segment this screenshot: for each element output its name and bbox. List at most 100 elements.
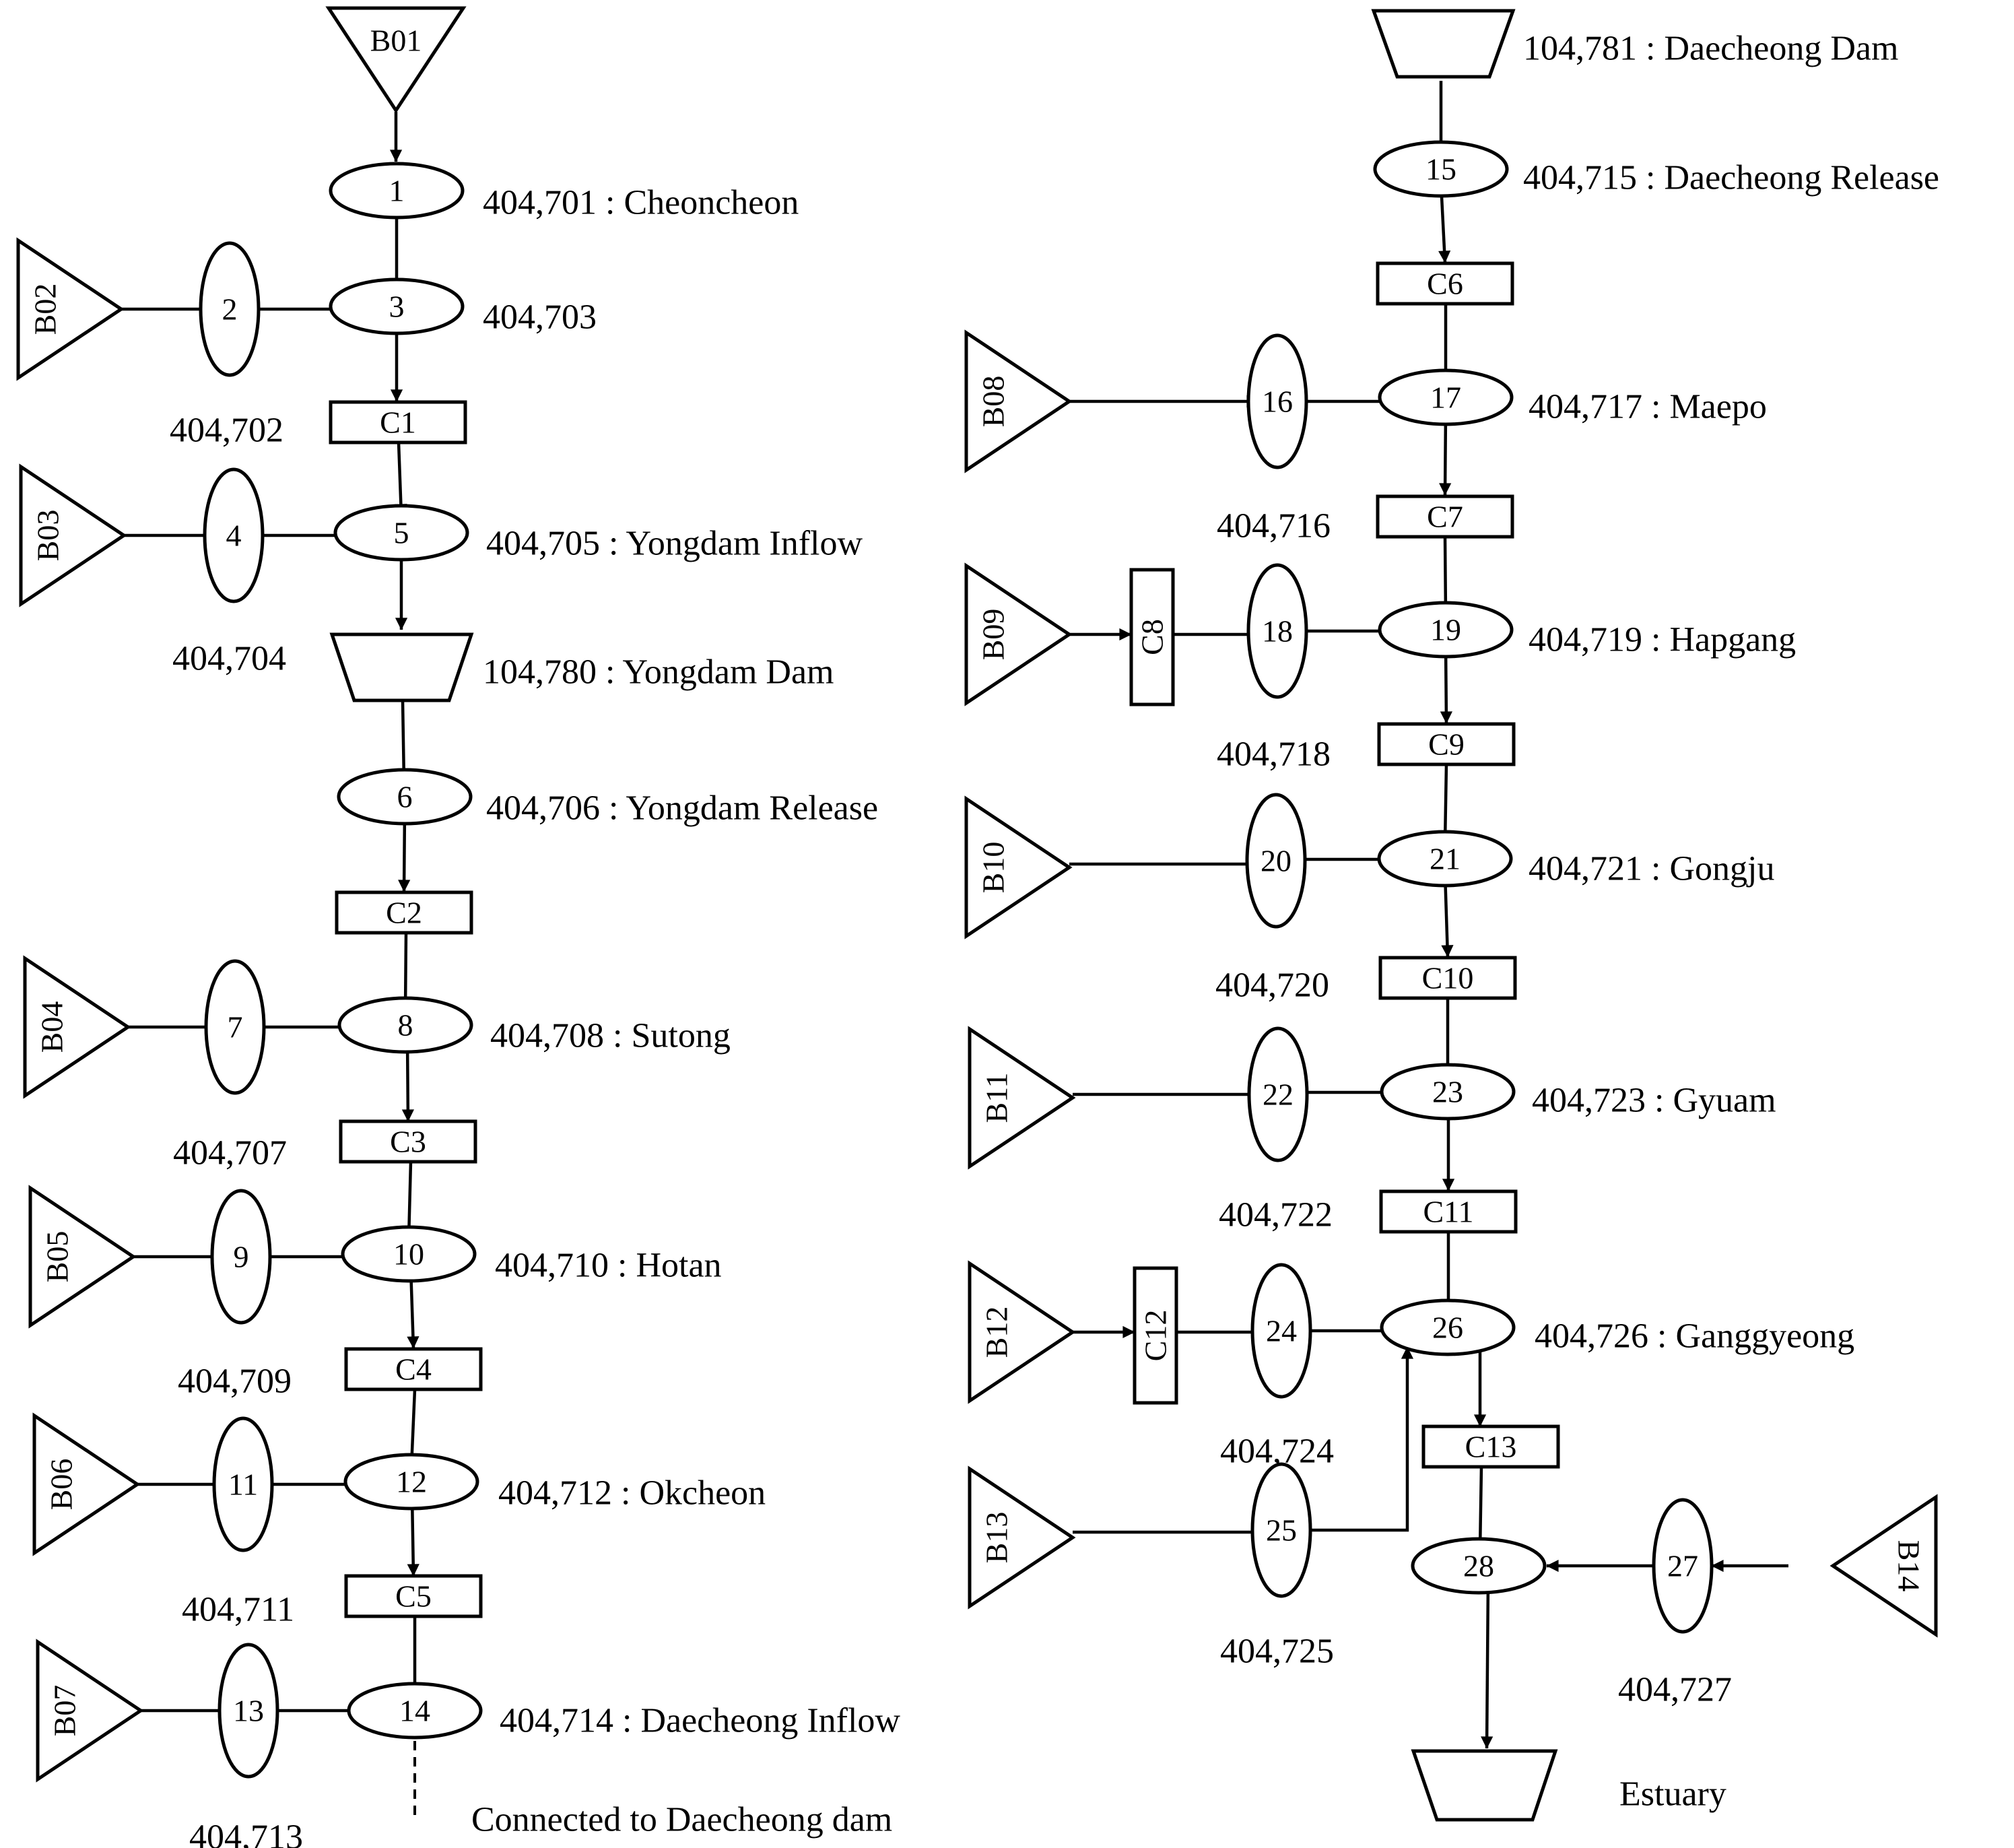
channel-c5: C5 (344, 1574, 483, 1618)
node-1: 1 (329, 162, 465, 220)
caption-3: 404,703 (483, 298, 597, 337)
channel-label: C3 (390, 1125, 426, 1159)
node-27: 27 (1652, 1498, 1714, 1634)
node-label: 20 (1261, 844, 1291, 878)
reservoir-r1 (329, 632, 474, 702)
basin-b02: B02 (16, 237, 125, 381)
node-label: 22 (1263, 1078, 1294, 1112)
basin-b03: B03 (19, 463, 127, 607)
node-ellipse (1246, 563, 1308, 699)
node-16: 16 (1246, 333, 1308, 469)
basin-label: B03 (31, 510, 65, 562)
node-11: 11 (212, 1416, 274, 1552)
channel-box (1133, 1266, 1178, 1405)
caption-r2: 104,781 : Daecheong Dam (1523, 30, 1898, 68)
node-2: 2 (199, 241, 261, 377)
node-label: 16 (1262, 385, 1293, 419)
node-14: 14 (347, 1682, 483, 1740)
channel-box (1377, 722, 1516, 766)
channel-box (1376, 494, 1514, 539)
caption-conn: Connected to Daecheong dam (471, 1801, 892, 1839)
node-ellipse (1377, 830, 1513, 888)
node-ellipse (204, 959, 266, 1095)
node-label: 19 (1430, 613, 1461, 647)
basin-b13: B13 (968, 1465, 1076, 1610)
basin-label: B14 (1892, 1540, 1926, 1592)
node-ellipse (343, 1453, 479, 1511)
node-label: 10 (393, 1237, 424, 1272)
flow-arrow (1474, 1466, 1487, 1551)
node-18: 18 (1246, 563, 1308, 699)
basin-triangle (23, 955, 131, 1099)
basin-triangle (968, 1465, 1076, 1610)
flow-arrow (1441, 873, 1454, 958)
node-13: 13 (217, 1643, 279, 1779)
node-label: 2 (222, 292, 238, 327)
channel-label: C5 (395, 1579, 432, 1614)
basin-label: B12 (980, 1307, 1014, 1358)
node-ellipse (329, 277, 465, 335)
basin-label: B05 (40, 1231, 75, 1283)
node-ellipse (1411, 1537, 1547, 1595)
caption-4: 404,704 (172, 640, 286, 678)
node-label: 15 (1425, 152, 1456, 187)
node-label: 17 (1430, 381, 1461, 415)
channel-c7: C7 (1376, 494, 1514, 539)
node-ellipse (1250, 1263, 1312, 1399)
node-ellipse (212, 1416, 274, 1552)
node-label: 23 (1432, 1075, 1463, 1109)
reservoir-trapezoid (329, 632, 474, 702)
flow-arrow (1439, 411, 1452, 496)
node-28: 28 (1411, 1537, 1547, 1595)
channel-box (1129, 568, 1175, 706)
channel-label: C6 (1427, 267, 1463, 301)
caption-21: 404,721 : Gongju (1529, 850, 1774, 888)
node-17: 17 (1378, 368, 1514, 426)
caption-19: 404,719 : Hapgang (1529, 621, 1796, 659)
channel-c13: C13 (1421, 1424, 1560, 1469)
node-15: 15 (1373, 140, 1509, 198)
caption-23: 404,723 : Gyuam (1532, 1082, 1776, 1120)
node-ellipse (1247, 1026, 1309, 1162)
node-ellipse (329, 162, 465, 220)
node-ellipse (341, 1225, 477, 1283)
flow-arrow (1439, 764, 1452, 844)
node-ellipse (347, 1682, 483, 1740)
basin-label: B01 (370, 24, 422, 58)
node-label: 5 (394, 516, 409, 550)
node-ellipse (210, 1189, 272, 1325)
caption-11: 404,711 (182, 1591, 294, 1629)
basin-label: B04 (35, 1001, 69, 1053)
channel-c2: C2 (335, 890, 473, 935)
node-label: 18 (1262, 614, 1293, 649)
node-label: 3 (389, 290, 405, 324)
channel-label: C8 (1135, 619, 1170, 655)
channel-label: C12 (1139, 1310, 1173, 1362)
node-10: 10 (341, 1225, 477, 1283)
caption-5: 404,705 : Yongdam Inflow (486, 525, 863, 563)
channel-c1: C1 (329, 400, 467, 444)
reservoir-r3 (1411, 1749, 1558, 1822)
node-ellipse (217, 1643, 279, 1779)
node-label: 4 (226, 519, 242, 553)
basin-b09: B09 (964, 562, 1073, 706)
node-ellipse (199, 241, 261, 377)
basin-b05: B05 (28, 1185, 137, 1329)
basin-triangle (36, 1639, 144, 1783)
basin-triangle (964, 562, 1073, 706)
reservoir-r2 (1371, 9, 1516, 79)
node-ellipse (1380, 1298, 1516, 1356)
node-label: 6 (397, 780, 413, 814)
basin-triangle (968, 1260, 1076, 1404)
node-9: 9 (210, 1189, 272, 1325)
channel-c4: C4 (344, 1347, 483, 1391)
node-ellipse (1373, 140, 1509, 198)
node-25: 25 (1250, 1462, 1312, 1598)
caption-r1: 104,780 : Yongdam Dam (483, 653, 834, 692)
node-ellipse (1250, 1462, 1312, 1598)
basin-label: B06 (44, 1459, 79, 1511)
node-22: 22 (1247, 1026, 1309, 1162)
node-6: 6 (337, 768, 473, 826)
node-label: 12 (396, 1465, 427, 1499)
